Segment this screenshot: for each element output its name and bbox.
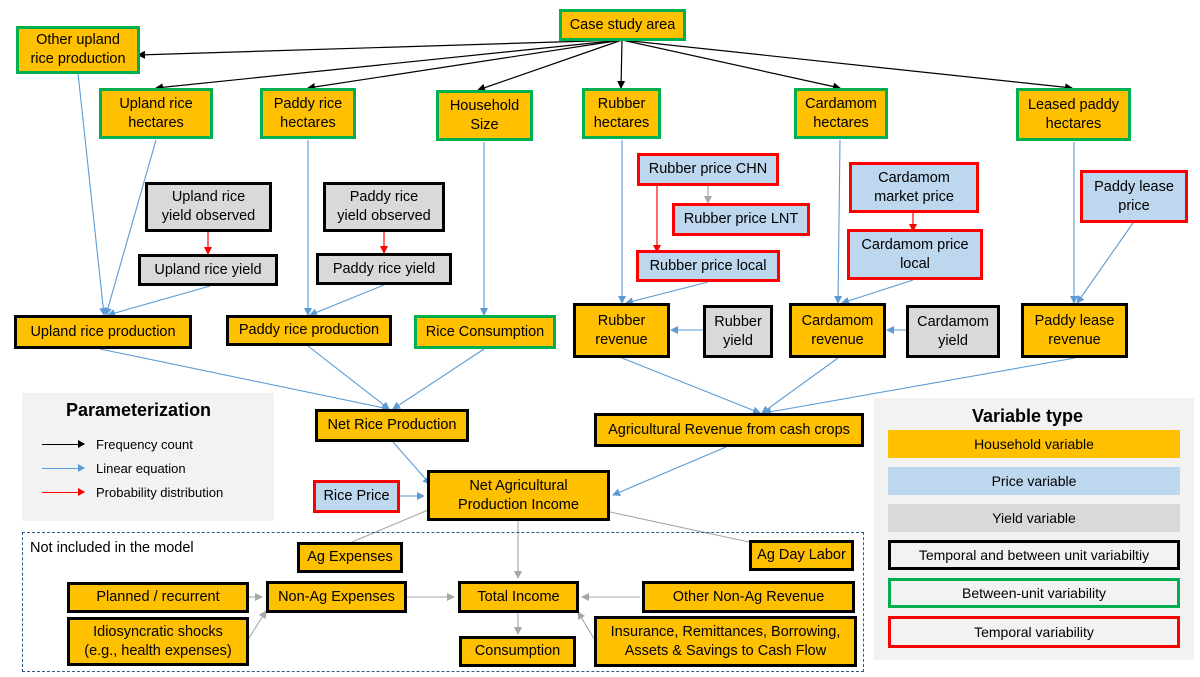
legend-frequency-count: Frequency count [42, 437, 193, 452]
cardamom-hectares-node: Cardamom hectares [794, 88, 888, 139]
legend-yield-variable: Yield variable [888, 504, 1180, 532]
legend-household-variable: Household variable [888, 430, 1180, 458]
frequency-edges [137, 39, 1073, 92]
planned-recurrent-node: Planned / recurrent [67, 582, 249, 613]
leased-paddy-hectares-node: Leased paddy hectares [1016, 88, 1131, 141]
cardamom-revenue-node: Cardamom revenue [789, 303, 886, 358]
rubber-hectares-node: Rubber hectares [582, 88, 661, 139]
rubber-yield-node: Rubber yield [703, 305, 773, 358]
upland-rice-yield-node: Upland rice yield [138, 254, 278, 286]
variable-type-legend: Variable type Household variable Price v… [874, 398, 1194, 660]
linear-arrow-swatch [42, 464, 85, 472]
net-agricultural-production-income-node: Net Agricultural Production Income [427, 470, 610, 521]
parameterization-legend: Parameterization Frequency count Linear … [22, 393, 274, 521]
rubber-price-lnt-node: Rubber price LNT [672, 203, 810, 236]
probability-arrow-swatch [42, 488, 85, 496]
linear-edges [77, 72, 1134, 500]
legend-probability-distribution: Probability distribution [42, 485, 223, 500]
legend-temporal: Temporal variability [888, 616, 1180, 648]
not-included-label: Not included in the model [30, 540, 194, 556]
rice-consumption-node: Rice Consumption [414, 315, 556, 349]
probability-edges [204, 186, 917, 255]
rubber-price-chn-node: Rubber price CHN [637, 153, 779, 186]
case-study-area-node: Case study area [559, 9, 686, 41]
not-modeled-edges [248, 509, 750, 643]
ag-expenses-node: Ag Expenses [297, 542, 403, 573]
rice-price-node: Rice Price [313, 480, 400, 513]
paddy-rice-hectares-node: Paddy rice hectares [260, 88, 356, 139]
paddy-lease-revenue-node: Paddy lease revenue [1021, 303, 1128, 358]
legend-between-unit: Between-unit variability [888, 578, 1180, 608]
insurance-remittances-node: Insurance, Remittances, Borrowing, Asset… [594, 616, 857, 667]
not-included-region [22, 532, 864, 672]
cardamom-market-price-node: Cardamom market price [849, 162, 979, 213]
ag-revenue-cash-crops-node: Agricultural Revenue from cash crops [594, 413, 864, 447]
non-ag-expenses-node: Non-Ag Expenses [266, 581, 407, 613]
upland-rice-production-node: Upland rice production [14, 315, 192, 349]
paddy-lease-price-node: Paddy lease price [1080, 170, 1188, 223]
rubber-price-local-node: Rubber price local [636, 250, 780, 282]
rubber-revenue-node: Rubber revenue [573, 303, 670, 358]
consumption-node: Consumption [459, 636, 576, 667]
legend-probability-label: Probability distribution [96, 485, 224, 500]
net-rice-production-node: Net Rice Production [315, 409, 469, 442]
cardamom-price-local-node: Cardamom price local [847, 229, 983, 280]
legend-linear-equation: Linear equation [42, 461, 186, 476]
legend-temporal-between-unit: Temporal and between unit variabiltiy [888, 540, 1180, 570]
ag-day-labor-node: Ag Day Labor [749, 540, 854, 571]
parameterization-title: Parameterization [66, 400, 212, 420]
paddy-rice-yield-observed-node: Paddy rice yield observed [323, 182, 445, 232]
legend-frequency-label: Frequency count [96, 437, 193, 452]
legend-price-variable: Price variable [888, 467, 1180, 495]
total-income-node: Total Income [458, 581, 579, 613]
upland-rice-yield-observed-node: Upland rice yield observed [145, 182, 272, 232]
household-size-node: Household Size [436, 90, 533, 141]
other-upland-rice-production-node: Other upland rice production [16, 26, 140, 74]
frequency-arrow-swatch [42, 440, 85, 448]
other-non-ag-revenue-node: Other Non-Ag Revenue [642, 581, 855, 613]
cardamom-yield-node: Cardamom yield [906, 305, 1000, 358]
variable-type-title: Variable type [972, 406, 1084, 426]
idiosyncratic-shocks-node: Idiosyncratic shocks (e.g., health expen… [67, 617, 249, 666]
upland-rice-hectares-node: Upland rice hectares [99, 88, 213, 139]
paddy-rice-yield-node: Paddy rice yield [316, 253, 452, 285]
legend-linear-label: Linear equation [96, 461, 186, 476]
paddy-rice-production-node: Paddy rice production [226, 315, 392, 346]
